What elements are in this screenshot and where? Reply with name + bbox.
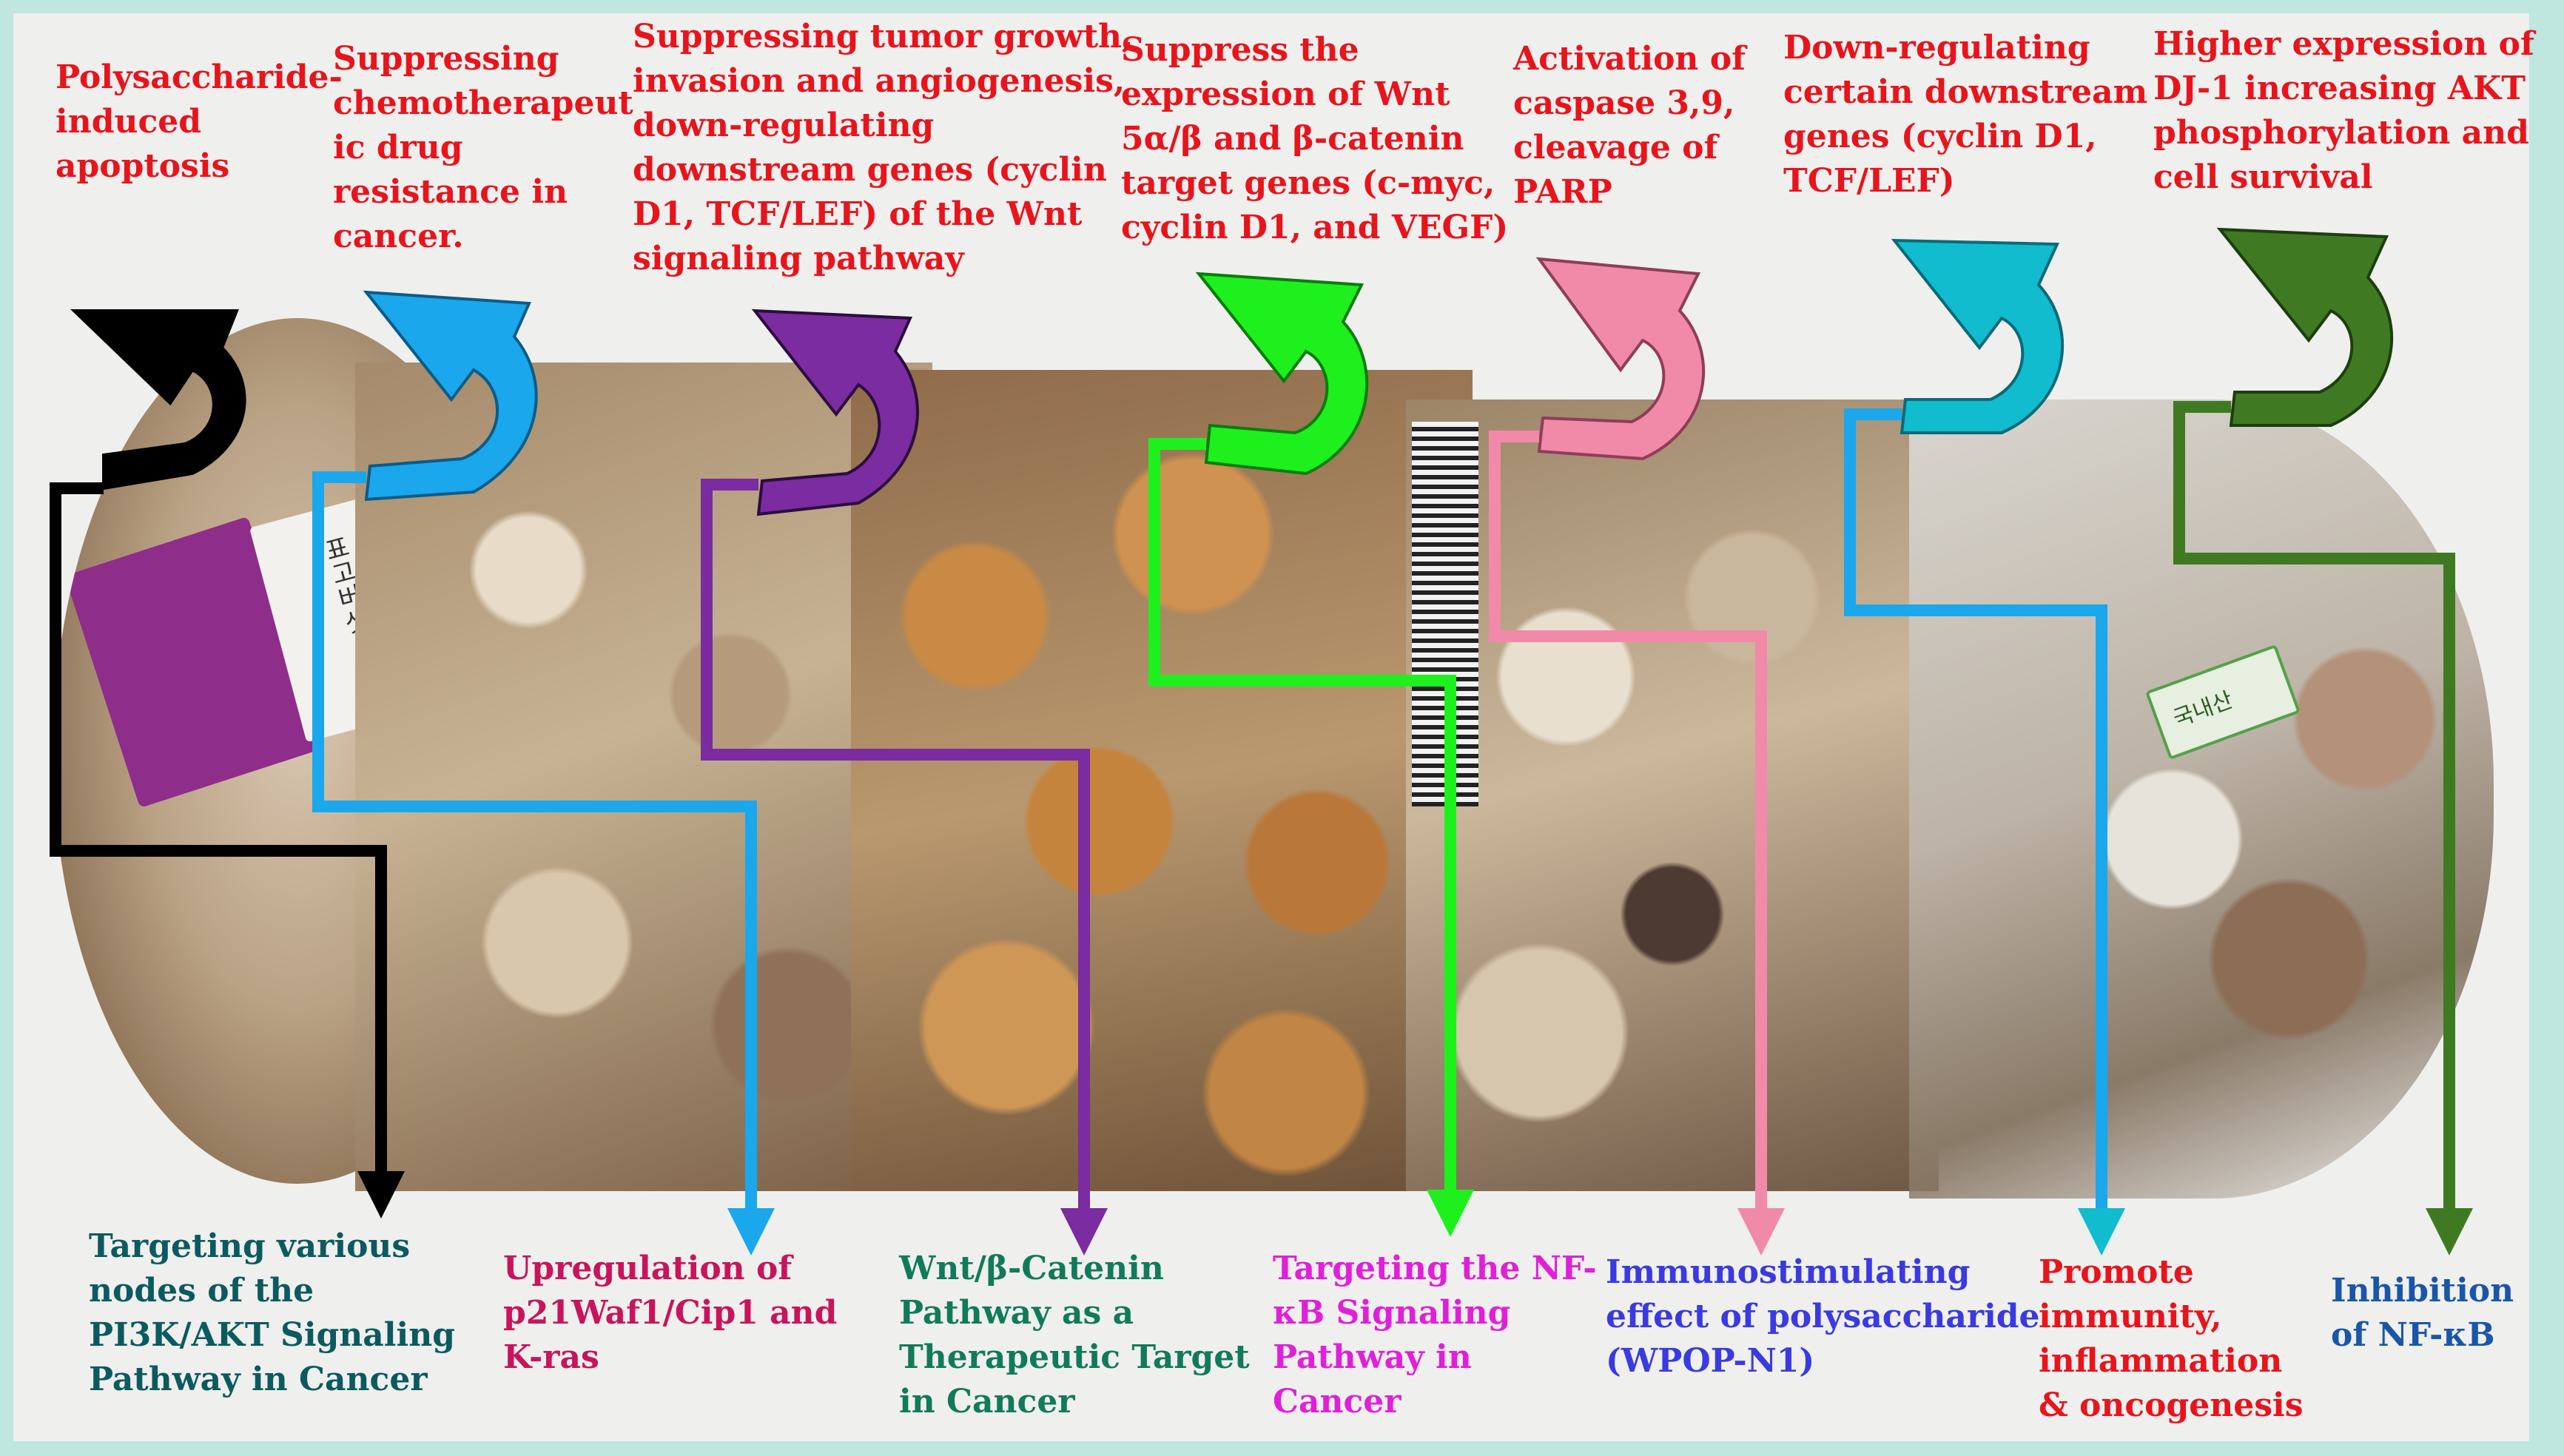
top-label-wnt-suppression: Suppress the expression of Wnt 5α/β and …: [1121, 31, 1509, 246]
top-label-downregulating: Down-regulating certain downstream genes…: [1783, 29, 2148, 200]
top-label-tumor-growth: Suppressing tumor growth, invasion and a…: [633, 18, 1134, 277]
bottom-label-p21-kras: Upregulation of p21Waf1/Cip1 and K-ras: [503, 1250, 838, 1376]
bottom-label-nfkb-inhibition: Inhibition of NF-κB: [2331, 1272, 2514, 1354]
bottom-label-promote-immunity: Promote immunity, inflammation & oncogen…: [2039, 1253, 2304, 1424]
connector-line-olive: [2173, 401, 2473, 1256]
curved-arrow-green: [1195, 272, 1368, 476]
curved-arrow-olive: [2216, 227, 2393, 427]
bottom-label-wnt-catenin: Wnt/β-Catenin Pathway as a Therapeutic T…: [899, 1250, 1250, 1420]
photo-king-oyster-package: 국내산: [1909, 400, 2494, 1199]
photo-brown-beech-mushrooms: [851, 370, 1473, 1191]
bottom-label-pi3k-akt: Targeting various nodes of the PI3K/AKT …: [89, 1227, 455, 1398]
top-label-dj1: Higher expression of DJ-1 increasing AKT…: [2153, 25, 2534, 196]
connector-line-green: [1148, 438, 1474, 1237]
top-label-apoptosis: Polysaccharide- induced apoptosis: [55, 58, 343, 185]
connector-line-cyan: [1844, 408, 2125, 1256]
bottom-label-immunostimulating: Immunostimulating effect of polysacchari…: [1606, 1253, 2040, 1380]
curved-arrow-blue: [363, 290, 538, 502]
bottom-label-nfkb-targeting: Targeting the NF- κB Signaling Pathway i…: [1273, 1250, 1597, 1420]
curved-arrow-cyan: [1891, 238, 2064, 434]
connector-line-black: [50, 482, 405, 1219]
top-label-caspase: Activation of caspase 3,9, cleavage of P…: [1513, 40, 1746, 211]
top-label-drug-resistance: Suppressing chemotherapeut ic drug resis…: [333, 40, 633, 255]
curved-arrow-pink: [1535, 257, 1705, 461]
curved-arrow-purple: [751, 309, 919, 516]
curved-arrow-black: [70, 309, 246, 491]
connector-line-purple: [701, 479, 1108, 1256]
connector-line-blue: [312, 471, 775, 1256]
connector-line-pink: [1489, 431, 1785, 1256]
